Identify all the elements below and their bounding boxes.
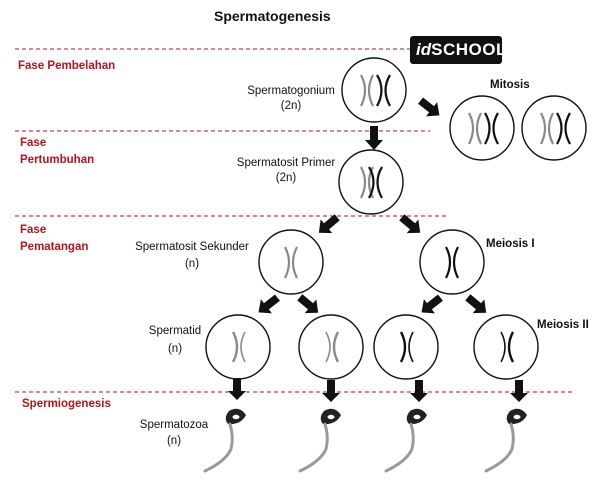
cell-spermatid-3 [373, 314, 439, 380]
label-spermatozoa-ploidy: (n) [166, 435, 182, 447]
arrow-to-spermatozoa-1 [228, 378, 246, 400]
arrow-to-spermatozoa-3 [410, 380, 428, 402]
arrow-meiosis2-3 [421, 294, 443, 314]
phase-label-pematangan-line1: Fase [20, 224, 47, 236]
cell-spermatid-2 [298, 314, 364, 380]
arrow-meiosis2-1 [258, 294, 280, 314]
cell-spermatogonium [341, 57, 407, 123]
label-spermatosit-primer: Spermatosit Primer [236, 157, 336, 169]
phase-label-pembelahan: Fase Pembelahan [18, 60, 116, 72]
arrow-to-spermatozoa-2 [322, 380, 340, 402]
arrow-to-mitosis [418, 97, 440, 117]
label-spermatid-ploidy: (n) [167, 343, 183, 355]
arrow-to-spermatosit-primer [365, 126, 383, 150]
phase-label-pertumbuhan-line2: Pertumbuhan [20, 154, 95, 166]
phase-label-pertumbuhan-line1: Fase [20, 137, 47, 149]
cell-spermatosit-sekunder-right [419, 229, 485, 295]
sperm-4 [484, 408, 527, 473]
sperm-2 [298, 408, 341, 473]
arrow-meiosis2-2 [297, 294, 319, 314]
label-meiosis-1: Meiosis I [486, 238, 535, 250]
cell-spermatosit-primer [338, 149, 404, 215]
arrow-meiosis1-left [318, 214, 340, 234]
label-spermatid: Spermatid [148, 325, 202, 337]
label-spermatosit-sekunder-ploidy: (n) [184, 258, 200, 270]
label-spermatosit-primer-ploidy: (2n) [275, 172, 297, 184]
cell-spermatosit-sekunder-left [258, 229, 324, 295]
arrow-to-spermatozoa-4 [510, 380, 528, 402]
phase-label-spermiogenesis: Spermiogenesis [22, 398, 111, 410]
cell-mitosis-right [521, 95, 587, 161]
cell-spermatid-4 [473, 314, 539, 380]
label-meiosis-2: Meiosis II [537, 319, 589, 331]
phase-label-pematangan-line2: Pematangan [20, 241, 89, 253]
sperm-3 [384, 408, 427, 473]
sperm-1 [203, 408, 246, 473]
cell-mitosis-left [449, 95, 515, 161]
label-spermatogonium-ploidy: (2n) [280, 100, 302, 112]
logo-school-text: SCHOOL [431, 40, 507, 59]
diagram-title: Spermatogenesis [214, 8, 331, 24]
arrow-meiosis2-4 [465, 294, 487, 314]
label-spermatozoa: Spermatozoa [139, 419, 209, 431]
label-spermatosit-sekunder: Spermatosit Sekunder [135, 241, 249, 253]
idschool-logo: idSCHOOL [410, 36, 506, 64]
cell-spermatid-1 [205, 314, 271, 380]
label-spermatogonium: Spermatogonium [247, 85, 335, 97]
arrow-meiosis1-right [399, 214, 421, 234]
logo-id-text: id [416, 40, 432, 59]
label-mitosis: Mitosis [490, 79, 530, 91]
